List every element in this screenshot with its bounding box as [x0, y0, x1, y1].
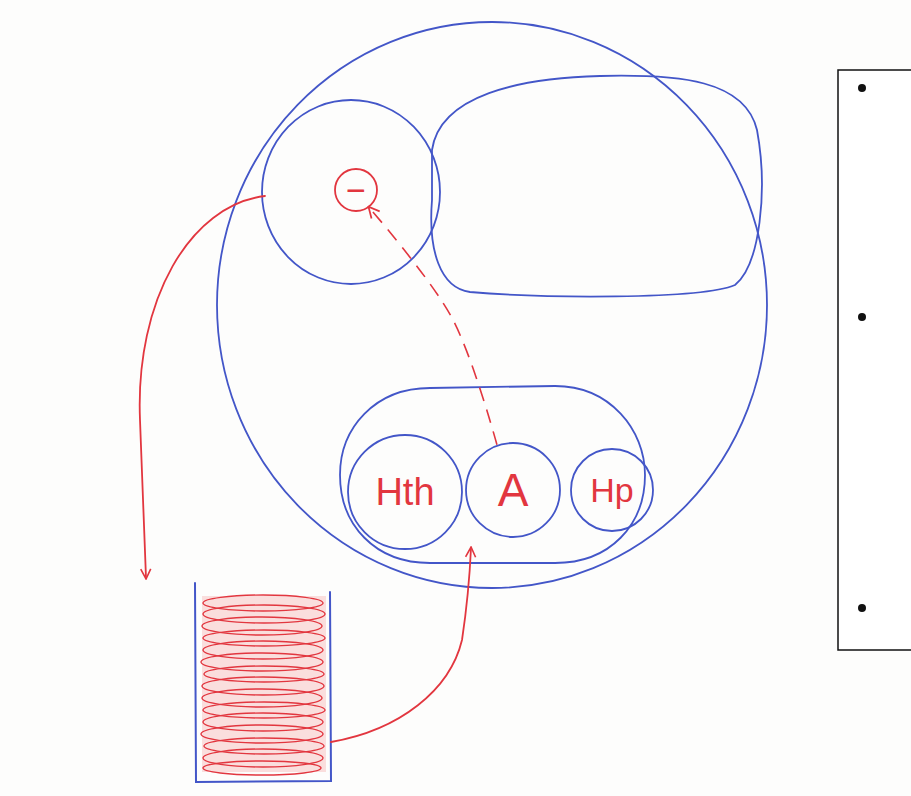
flow-arrow	[140, 196, 265, 578]
scribble	[203, 749, 323, 767]
circle-shape	[335, 169, 377, 211]
bullet	[858, 84, 866, 92]
bullet	[858, 604, 866, 612]
scribble	[203, 761, 321, 775]
liquid	[202, 596, 326, 772]
bullet	[858, 313, 866, 321]
circle-node: −	[334, 168, 378, 212]
node-label: A	[498, 467, 529, 513]
dashed-arrow	[369, 208, 497, 445]
outer-circle	[217, 22, 767, 588]
node-label: Hp	[590, 473, 633, 507]
beaker-fill	[201, 595, 326, 775]
circle-shape	[348, 435, 462, 549]
bottom-oval	[340, 386, 645, 563]
node-label: −	[346, 173, 366, 207]
circle-shape	[571, 449, 653, 531]
circle-node: Hp	[570, 448, 654, 532]
circle-node: Hth	[347, 434, 463, 550]
scribble	[203, 595, 323, 611]
small-circle	[262, 100, 440, 284]
beaker	[195, 583, 331, 782]
panel-box	[838, 70, 911, 650]
node-label: Hth	[375, 473, 434, 511]
side-panel	[838, 70, 911, 650]
circle-node: A	[465, 442, 561, 538]
flow-arrow	[331, 548, 471, 742]
circle-shape	[466, 443, 560, 537]
right-blob	[431, 76, 762, 297]
